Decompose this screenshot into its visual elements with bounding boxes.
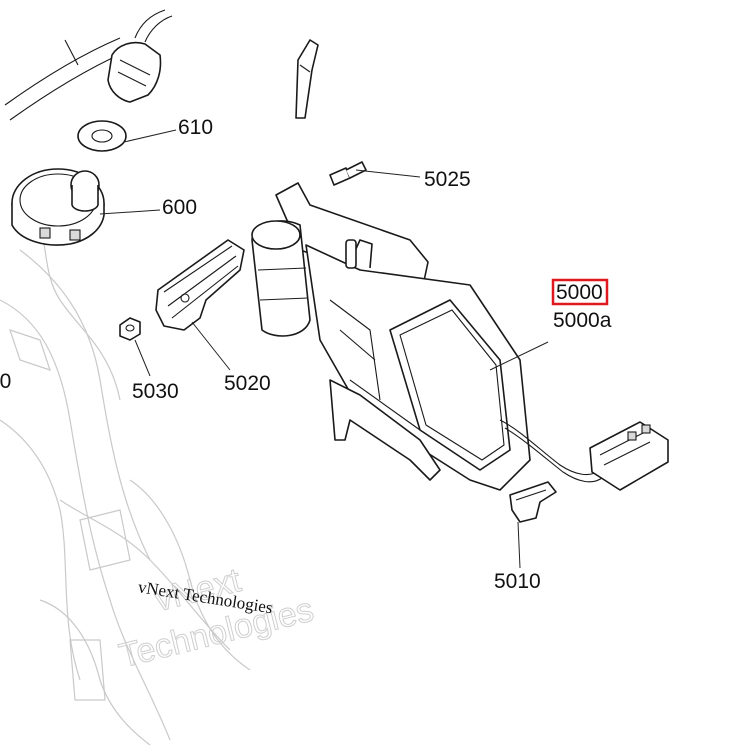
leader-lines <box>99 129 549 569</box>
callout-5000[interactable]: 5000 <box>556 281 603 304</box>
callout-5025[interactable]: 5025 <box>424 168 471 191</box>
clip-5010 <box>509 481 557 523</box>
sensor-cap-600 <box>11 168 105 246</box>
callout-5030[interactable]: 5030 <box>132 380 179 403</box>
callout-5000a[interactable]: 5000a <box>553 309 612 332</box>
watermark: vNext Technologies <box>115 561 318 676</box>
harness-connector-right <box>589 421 669 491</box>
callout-edge-partial[interactable]: 50 <box>0 370 11 393</box>
module-assembly-5000 <box>251 182 603 491</box>
bracket-clip-top <box>295 39 319 119</box>
bracket-5020 <box>155 239 245 331</box>
nut-5030 <box>119 317 141 341</box>
selection-highlight <box>551 278 609 306</box>
callout-610[interactable]: 610 <box>178 116 213 139</box>
callout-5010[interactable]: 5010 <box>494 570 541 593</box>
frame-rail <box>4 37 126 121</box>
callout-600[interactable]: 600 <box>162 196 197 219</box>
harness-connector-top <box>107 9 173 103</box>
grommet-610 <box>77 120 127 152</box>
bolt-5025 <box>329 161 367 186</box>
callout-5020[interactable]: 5020 <box>224 372 271 395</box>
